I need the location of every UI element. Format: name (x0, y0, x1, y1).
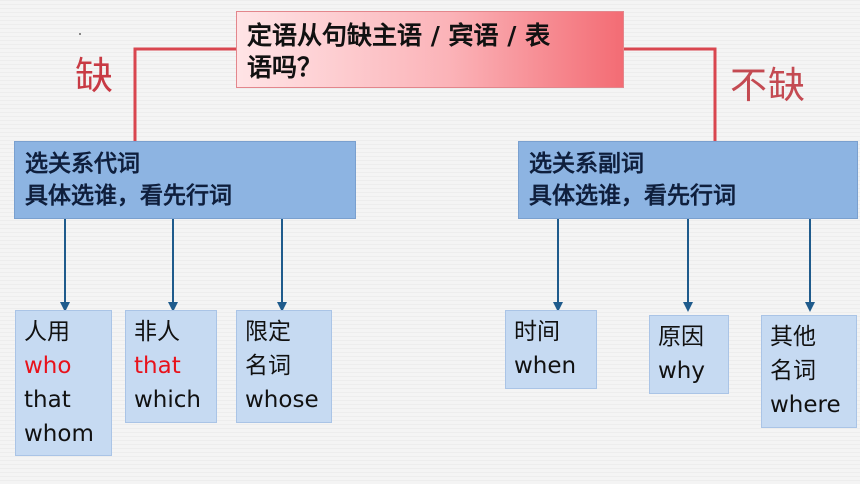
leaf-line: 名词 (770, 358, 816, 384)
leaf-line: where (770, 392, 841, 418)
leaf-non-person: 非人 that which (125, 310, 217, 423)
question-box: 定语从句缺主语 / 宾语 / 表 语吗？ (236, 11, 624, 88)
question-line-2: 语吗？ (247, 53, 323, 82)
leaf-line: 非人 (134, 319, 180, 345)
leaf-line: whom (24, 421, 94, 447)
leaf-line: 人用 (24, 319, 70, 345)
leaf-line: 原因 (658, 324, 704, 350)
relative-pronoun-hint: 具体选谁，看先行词 (25, 183, 232, 209)
leaf-line: that (24, 387, 71, 413)
relative-adverb-title: 选关系副词 (529, 151, 644, 177)
leaf-line: why (658, 358, 705, 384)
relative-adverb-box: 选关系副词 具体选谁，看先行词 (518, 141, 858, 219)
leaf-line: who (24, 353, 72, 379)
leaf-person: 人用 who that whom (15, 310, 112, 456)
connector-left (133, 47, 236, 141)
leaf-line: which (134, 387, 202, 413)
stray-dot (79, 33, 81, 35)
leaf-place: 其他名词 where (761, 315, 857, 428)
relative-pronoun-box: 选关系代词 具体选谁，看先行词 (14, 141, 356, 219)
leaf-line: that (134, 353, 181, 379)
leaf-reason: 原因 why (649, 315, 729, 394)
leaf-line: whose (245, 387, 319, 413)
label-missing: 缺 (75, 54, 115, 98)
question-line-1: 定语从句缺主语 / 宾语 / 表 (247, 21, 551, 50)
leaf-time: 时间 when (505, 310, 597, 389)
connector-right (624, 47, 717, 141)
leaf-line: when (514, 353, 577, 379)
leaf-line: 时间 (514, 319, 560, 345)
leaf-line: 限定 (245, 319, 291, 345)
leaf-line: 其他 (770, 324, 816, 350)
label-not-missing: 不缺 (730, 64, 806, 107)
relative-pronoun-title: 选关系代词 (25, 151, 140, 177)
relative-adverb-hint: 具体选谁，看先行词 (529, 183, 736, 209)
leaf-line: 名词 (245, 353, 291, 379)
leaf-possessive: 限定名词 whose (236, 310, 332, 423)
